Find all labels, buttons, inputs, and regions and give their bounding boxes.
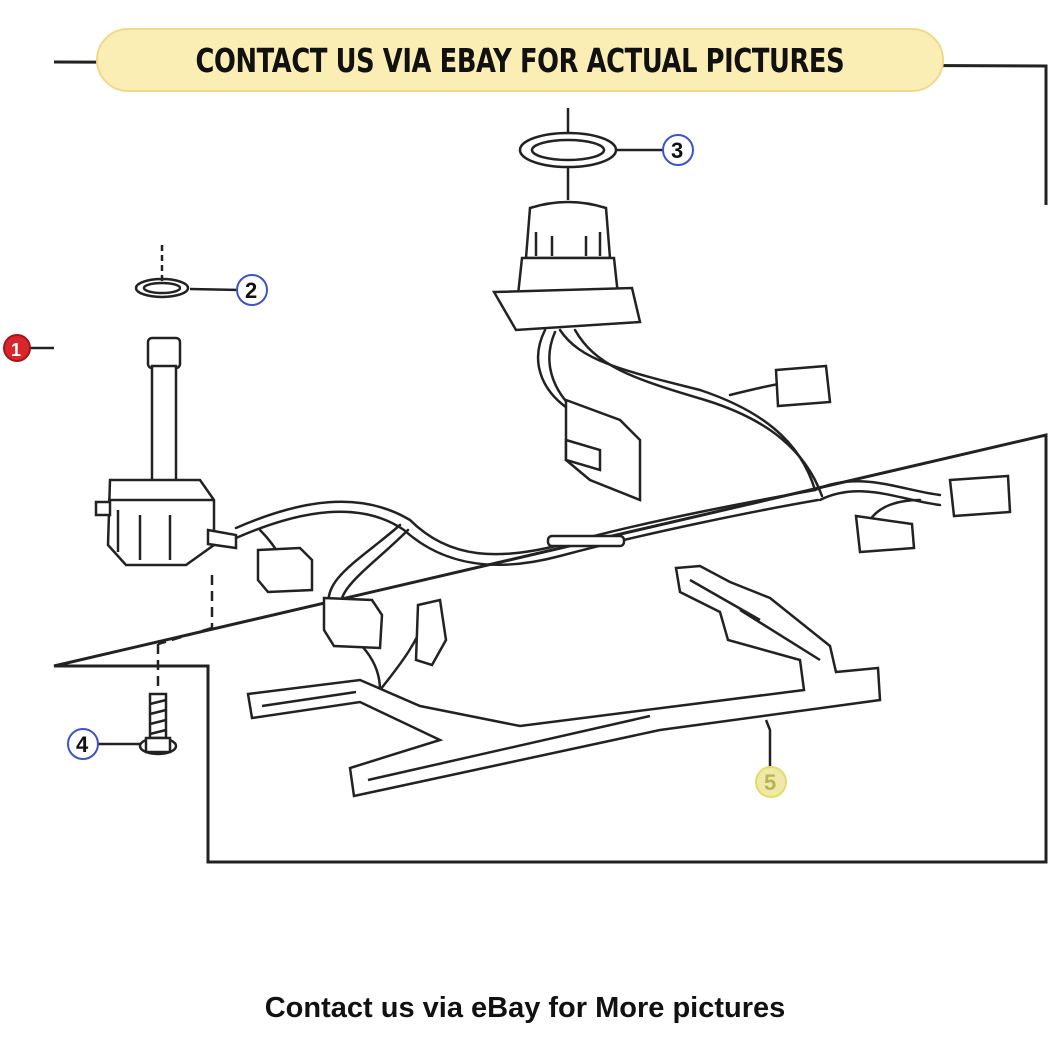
callout-3: 3 <box>662 134 694 166</box>
callout-5: 5 <box>755 766 787 798</box>
callout-1-label: 1 <box>11 340 21 360</box>
contact-banner: CONTACT US VIA EBAY FOR ACTUAL PICTURES <box>96 28 944 92</box>
footer-text: Contact us via eBay for More pictures <box>264 992 786 1024</box>
callout-2-label: 2 <box>245 278 257 303</box>
callout-1: 1 <box>3 334 31 362</box>
callout-5-label: 5 <box>764 770 776 795</box>
mounting-bracket <box>246 564 882 798</box>
banner-text: CONTACT US VIA EBAY FOR ACTUAL PICTURES <box>195 40 845 80</box>
callout-3-label: 3 <box>671 138 683 163</box>
socket-assembly-right <box>491 108 642 332</box>
screw <box>138 692 178 756</box>
wiring-harness <box>234 328 942 692</box>
callout-2: 2 <box>236 274 268 306</box>
callout-leaders <box>30 148 772 768</box>
socket-assembly-left <box>94 245 238 690</box>
callout-4-label: 4 <box>76 732 89 757</box>
callout-4: 4 <box>67 728 99 760</box>
harness-connectors <box>256 364 1012 667</box>
